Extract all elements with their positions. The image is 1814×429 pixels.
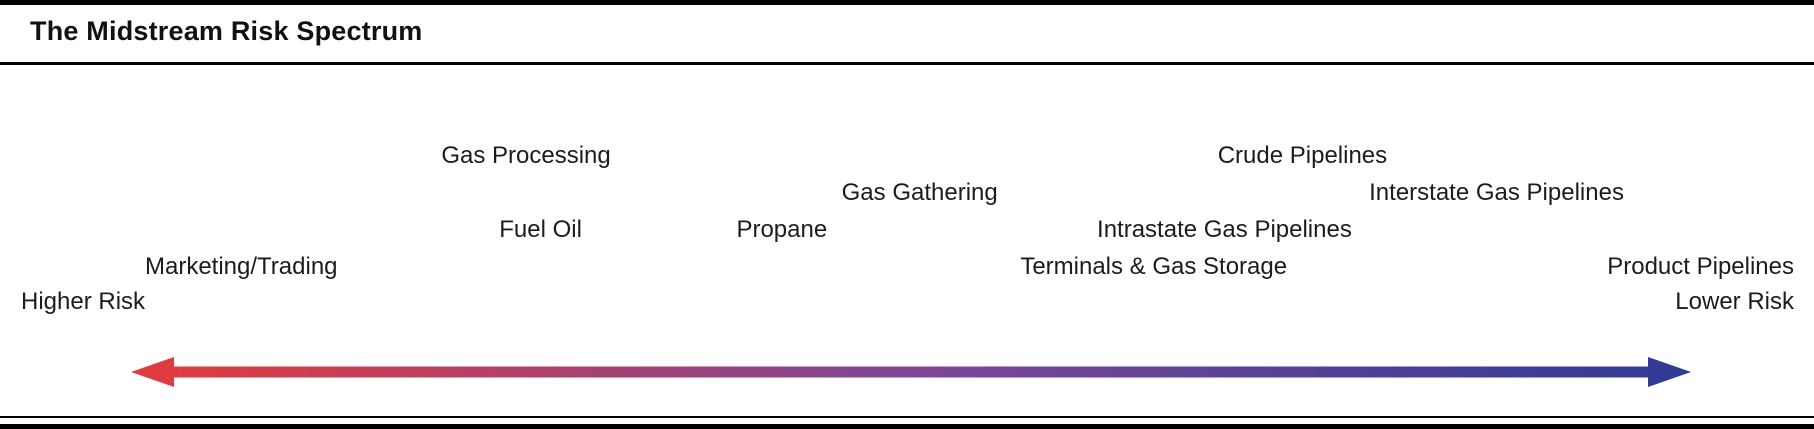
bottom-thin-line bbox=[0, 416, 1814, 418]
axis-label-higher-risk: Higher Risk bbox=[21, 288, 146, 315]
top-border-line bbox=[0, 0, 1814, 5]
title-divider-line bbox=[0, 62, 1814, 65]
page-title: The Midstream Risk Spectrum bbox=[30, 16, 423, 46]
double-headed-arrow-shape bbox=[131, 357, 1691, 387]
spectrum-label-fuel-oil: Fuel Oil bbox=[499, 216, 582, 243]
spectrum-label-gas-processing: Gas Processing bbox=[441, 142, 611, 169]
spectrum-label-propane: Propane bbox=[736, 216, 828, 243]
spectrum-label-interstate-gas-pipelines: Interstate Gas Pipelines bbox=[1369, 179, 1624, 206]
spectrum-label-product-pipelines: Product Pipelines bbox=[1607, 253, 1794, 280]
risk-spectrum-arrow-svg bbox=[131, 357, 1691, 387]
spectrum-label-marketing-trading: Marketing/Trading bbox=[144, 253, 338, 280]
spectrum-label-gas-gathering: Gas Gathering bbox=[841, 179, 998, 206]
spectrum-label-crude-pipelines: Crude Pipelines bbox=[1217, 142, 1388, 169]
bottom-border-line bbox=[0, 424, 1814, 429]
spectrum-label-intrastate-gas-pipelines: Intrastate Gas Pipelines bbox=[1097, 216, 1352, 243]
risk-spectrum-arrow bbox=[130, 354, 1692, 390]
axis-label-lower-risk: Lower Risk bbox=[1675, 288, 1794, 315]
spectrum-label-terminals-gas-storage: Terminals & Gas Storage bbox=[1020, 253, 1288, 280]
